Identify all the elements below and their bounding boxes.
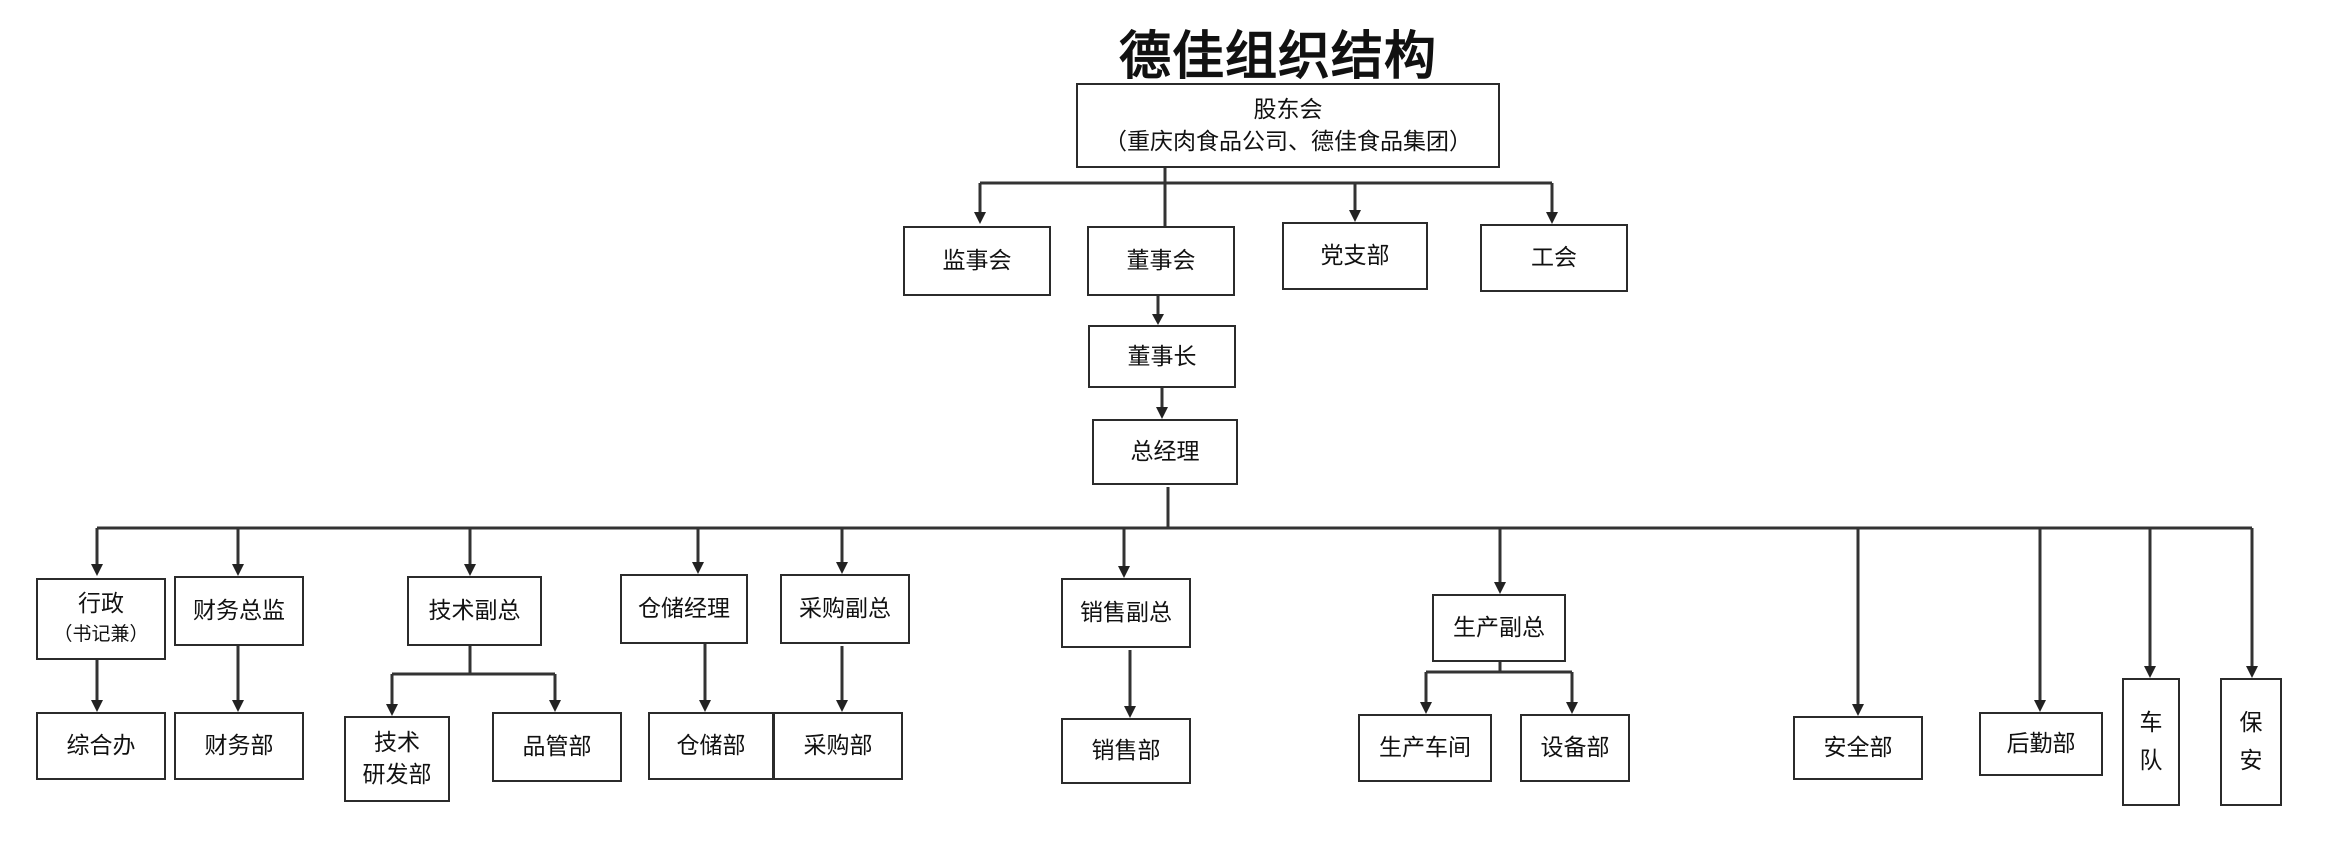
production-vp-label: 生产副总	[1453, 615, 1545, 641]
shareholders-members: （重庆肉食品公司、德佳食品集团）	[1104, 128, 1472, 155]
finance-dept-box: 财务部	[174, 712, 304, 780]
chairman-label: 董事长	[1127, 343, 1197, 370]
general-office-label: 综合办	[66, 733, 136, 759]
shareholders-box: 股东会 （重庆肉食品公司、德佳食品集团）	[1076, 83, 1500, 168]
general-manager-label: 总经理	[1130, 439, 1200, 465]
party-branch-box: 党支部	[1282, 222, 1428, 290]
security-box: 保安	[2220, 678, 2282, 806]
tech-rd-dept-label-line1: 技术	[374, 730, 420, 756]
supervisory-board-box: 监事会	[903, 226, 1051, 296]
sales-vp-label: 销售副总	[1080, 600, 1172, 626]
finance-director-label: 财务总监	[193, 598, 285, 624]
safety-dept-label: 安全部	[1823, 735, 1893, 761]
trade-union-box: 工会	[1480, 224, 1628, 292]
purchasing-dept-label: 采购部	[803, 733, 873, 759]
production-vp-box: 生产副总	[1432, 594, 1566, 662]
sales-vp-box: 销售副总	[1061, 578, 1191, 648]
admin-box: 行政 （书记兼）	[36, 578, 166, 660]
trade-union-label: 工会	[1531, 245, 1577, 271]
board-of-directors-label: 董事会	[1126, 248, 1196, 274]
party-branch-label: 党支部	[1320, 243, 1390, 269]
tech-rd-dept-box: 技术 研发部	[344, 716, 450, 802]
equipment-dept-label: 设备部	[1540, 735, 1610, 761]
quality-control-dept-box: 品管部	[492, 712, 622, 782]
production-workshop-label: 生产车间	[1379, 735, 1471, 761]
logistics-dept-label: 后勤部	[2006, 731, 2076, 757]
logistics-dept-box: 后勤部	[1979, 712, 2103, 776]
tech-rd-dept-label-line2: 研发部	[362, 762, 432, 788]
finance-director-box: 财务总监	[174, 576, 304, 646]
board-of-directors-box: 董事会	[1087, 226, 1235, 296]
admin-label: 行政	[78, 591, 124, 617]
shareholders-label: 股东会	[1253, 96, 1323, 123]
finance-dept-label: 财务部	[204, 733, 274, 759]
warehouse-manager-label: 仓储经理	[638, 596, 730, 622]
supervisory-board-label: 监事会	[942, 248, 1012, 274]
general-manager-box: 总经理	[1092, 419, 1238, 485]
tech-vp-label: 技术副总	[428, 598, 521, 624]
fleet-label: 车队	[2139, 710, 2163, 774]
warehouse-dept-box: 仓储部	[648, 712, 774, 780]
chart-title: 德佳组织结构	[1119, 26, 1438, 87]
safety-dept-box: 安全部	[1793, 716, 1923, 780]
warehouse-dept-label: 仓储部	[676, 733, 746, 759]
chairman-box: 董事长	[1088, 325, 1236, 388]
security-label: 保安	[2239, 710, 2263, 774]
sales-dept-box: 销售部	[1061, 718, 1191, 784]
general-office-box: 综合办	[36, 712, 166, 780]
purchasing-vp-box: 采购副总	[780, 574, 910, 644]
tech-vp-box: 技术副总	[407, 576, 542, 646]
production-workshop-box: 生产车间	[1358, 714, 1492, 782]
purchasing-vp-label: 采购副总	[799, 596, 891, 622]
warehouse-manager-box: 仓储经理	[620, 574, 748, 644]
admin-note: （书记兼）	[53, 623, 149, 645]
purchasing-dept-box: 采购部	[773, 712, 903, 780]
sales-dept-label: 销售部	[1091, 738, 1161, 764]
quality-control-dept-label: 品管部	[522, 734, 592, 760]
equipment-dept-box: 设备部	[1520, 714, 1630, 782]
fleet-box: 车队	[2122, 678, 2180, 806]
